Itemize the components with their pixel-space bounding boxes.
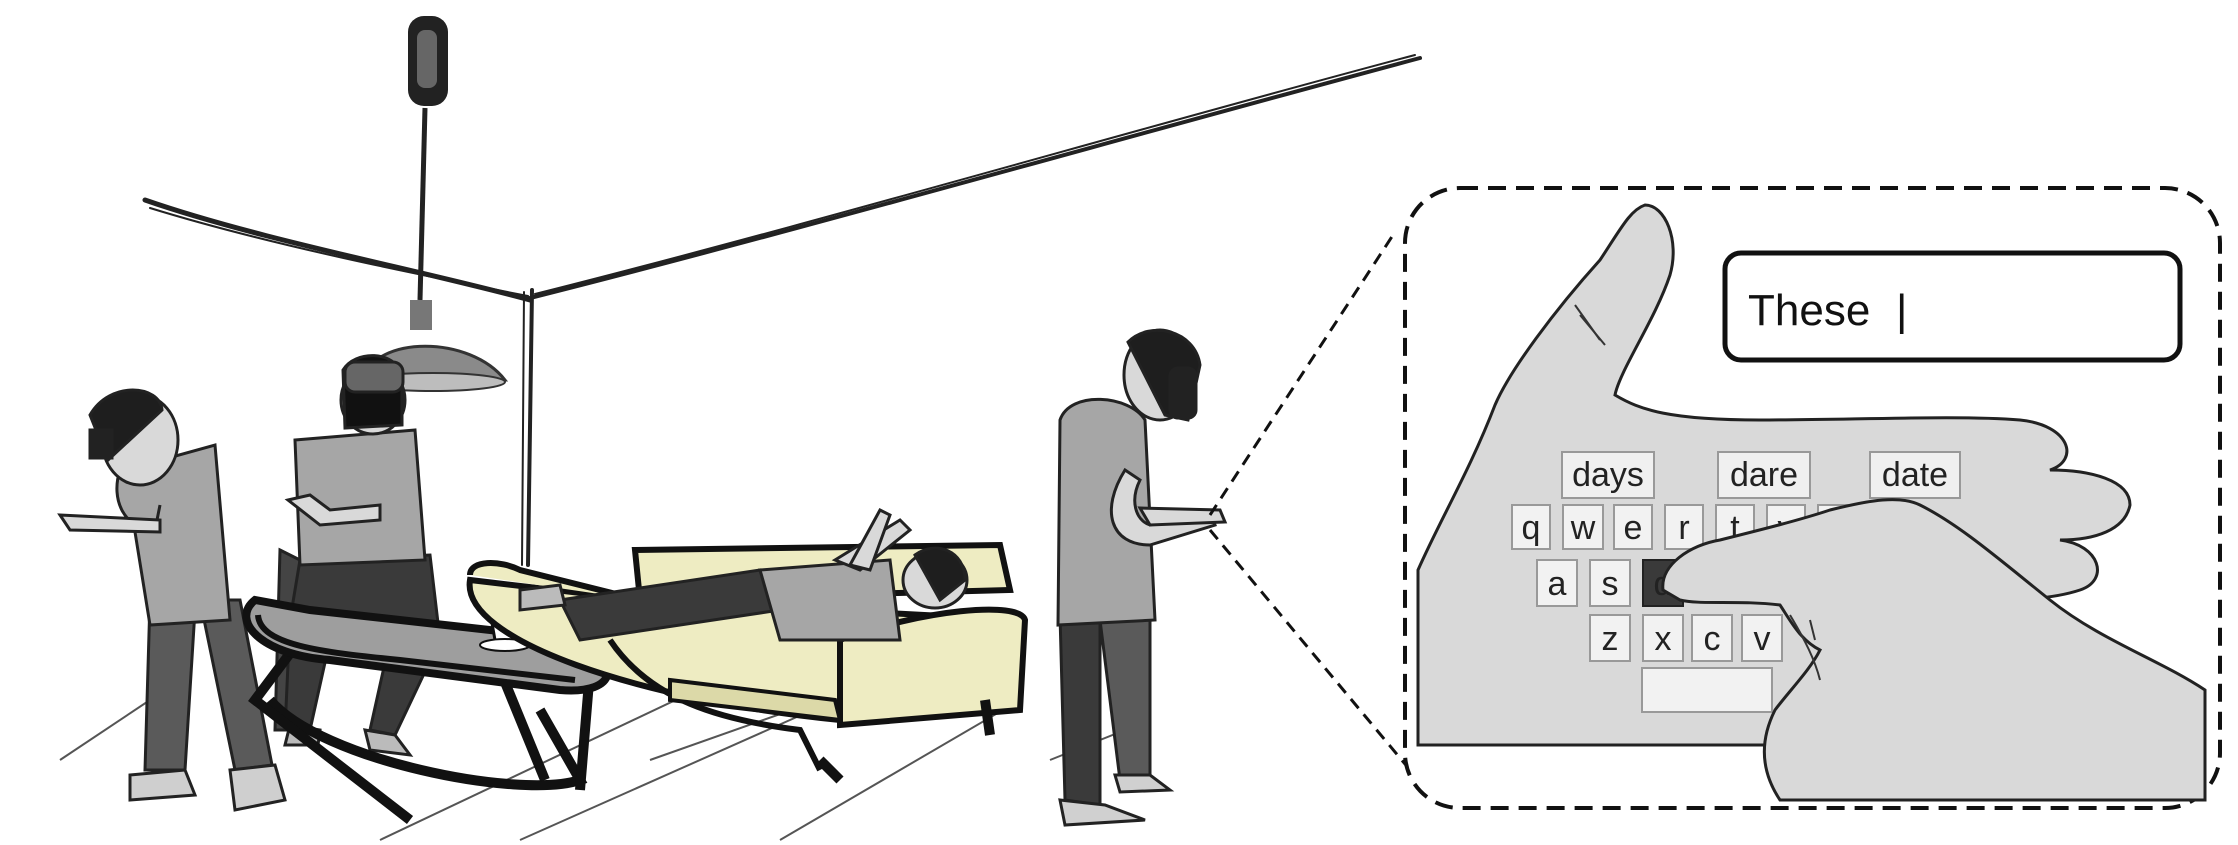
space-bar[interactable] [1641, 667, 1773, 713]
key-e-label: e [1624, 509, 1643, 547]
ceiling-camera [408, 16, 448, 301]
room-lines [142, 54, 1422, 567]
suggestion-3-label: date [1882, 456, 1948, 494]
key-q-label: q [1522, 509, 1541, 547]
person-standing-right [1056, 328, 1228, 827]
key-z-label: z [1602, 620, 1619, 658]
key-r-label: r [1678, 509, 1689, 547]
key-t-label: t [1730, 509, 1740, 547]
key-q[interactable]: q [1511, 504, 1551, 550]
text-caret: | [1896, 286, 1907, 335]
key-z[interactable]: z [1589, 614, 1631, 662]
zoom-panel: These | days dare date q w e r t [1403, 186, 2222, 810]
key-a[interactable]: a [1536, 559, 1578, 607]
key-r[interactable]: r [1664, 504, 1704, 550]
key-a-label: a [1548, 565, 1567, 603]
text-input-value: These [1748, 286, 1870, 335]
key-s-label: s [1602, 565, 1619, 603]
suggestion-2[interactable]: dare [1717, 451, 1811, 499]
key-c-label: c [1704, 620, 1721, 658]
key-w-label: w [1570, 509, 1596, 547]
key-v-label: v [1754, 620, 1771, 658]
key-w[interactable]: w [1562, 504, 1604, 550]
key-x[interactable]: x [1642, 614, 1684, 662]
suggestion-bar: days dare date [1561, 451, 1961, 499]
key-x-label: x [1655, 620, 1672, 658]
text-input-box[interactable]: These | [1722, 250, 2183, 363]
zoom-callout-lines [1208, 231, 1412, 771]
suggestion-1-label: days [1572, 456, 1644, 494]
suggestion-2-label: dare [1730, 456, 1798, 494]
right-hand [1661, 498, 2207, 802]
person-lying [518, 508, 969, 642]
key-v[interactable]: v [1741, 614, 1783, 662]
key-e[interactable]: e [1613, 504, 1653, 550]
key-s[interactable]: s [1589, 559, 1631, 607]
person-sitting [273, 354, 442, 757]
key-c[interactable]: c [1691, 614, 1733, 662]
person-standing-left [57, 388, 287, 812]
suggestion-1[interactable]: days [1561, 451, 1655, 499]
suggestion-3[interactable]: date [1869, 451, 1961, 499]
